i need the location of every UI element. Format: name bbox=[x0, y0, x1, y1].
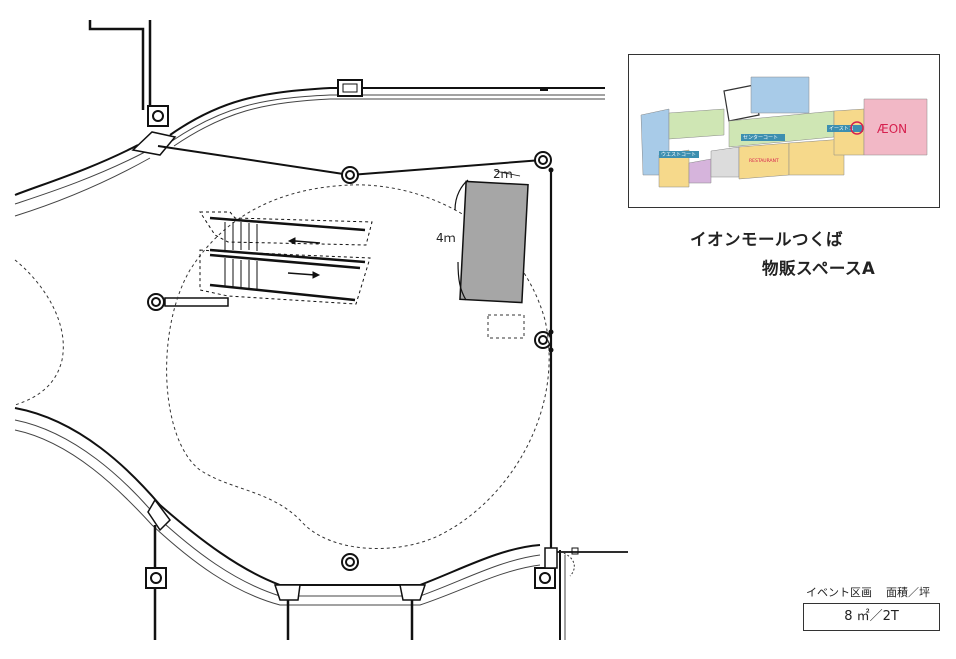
atrium-void bbox=[166, 184, 550, 549]
corridor-wall-top-inner2 bbox=[173, 98, 605, 147]
corridor-wall-left-outer bbox=[14, 144, 139, 196]
corridor-wall-top-outer bbox=[169, 87, 605, 136]
left-void bbox=[14, 259, 64, 406]
location-inset-map: ウエストコート センターコート イーストコ RESTAURANT ÆON bbox=[628, 54, 940, 208]
location-marker bbox=[850, 121, 864, 135]
corridor-wall-lower-inner bbox=[14, 419, 541, 597]
inset-label-center-court: センターコート bbox=[743, 134, 778, 141]
corridor-wall-top-inner bbox=[171, 94, 605, 142]
post bbox=[147, 151, 552, 571]
area-table-col2: 面積／坪 bbox=[886, 586, 930, 599]
booth-width-label: 2ｍ bbox=[493, 167, 513, 181]
area-table-header: イベント区画 面積／坪 bbox=[806, 584, 930, 600]
booth-length-label: 4ｍ bbox=[436, 231, 456, 245]
booth bbox=[459, 180, 529, 304]
pillar bbox=[145, 567, 556, 589]
corridor-wall-left-inner2 bbox=[14, 157, 151, 217]
space-name: 物販スペースA bbox=[762, 259, 876, 278]
area-value: 8 ㎡／2T bbox=[803, 603, 940, 631]
inset-label-east-court: イーストコ bbox=[829, 126, 854, 132]
pillar bbox=[147, 105, 169, 127]
wall-top-left bbox=[88, 20, 152, 110]
inset-label-restaurant: RESTAURANT bbox=[749, 158, 779, 164]
inset-map-drawing: ウエストコート センターコート イーストコ RESTAURANT ÆON bbox=[640, 76, 928, 188]
mall-name: イオンモールつくば bbox=[690, 230, 843, 249]
escalator bbox=[199, 211, 373, 305]
corridor-wall-left-inner bbox=[14, 151, 146, 205]
pillar-top bbox=[337, 79, 363, 97]
corridor-wall-lower-outer bbox=[14, 407, 541, 586]
inset-label-west-court: ウエストコート bbox=[661, 151, 696, 158]
area-table-col1: イベント区画 bbox=[806, 586, 872, 599]
corridor-wall-lower-inner2 bbox=[14, 429, 541, 606]
aeon-logo: ÆON bbox=[877, 122, 907, 136]
